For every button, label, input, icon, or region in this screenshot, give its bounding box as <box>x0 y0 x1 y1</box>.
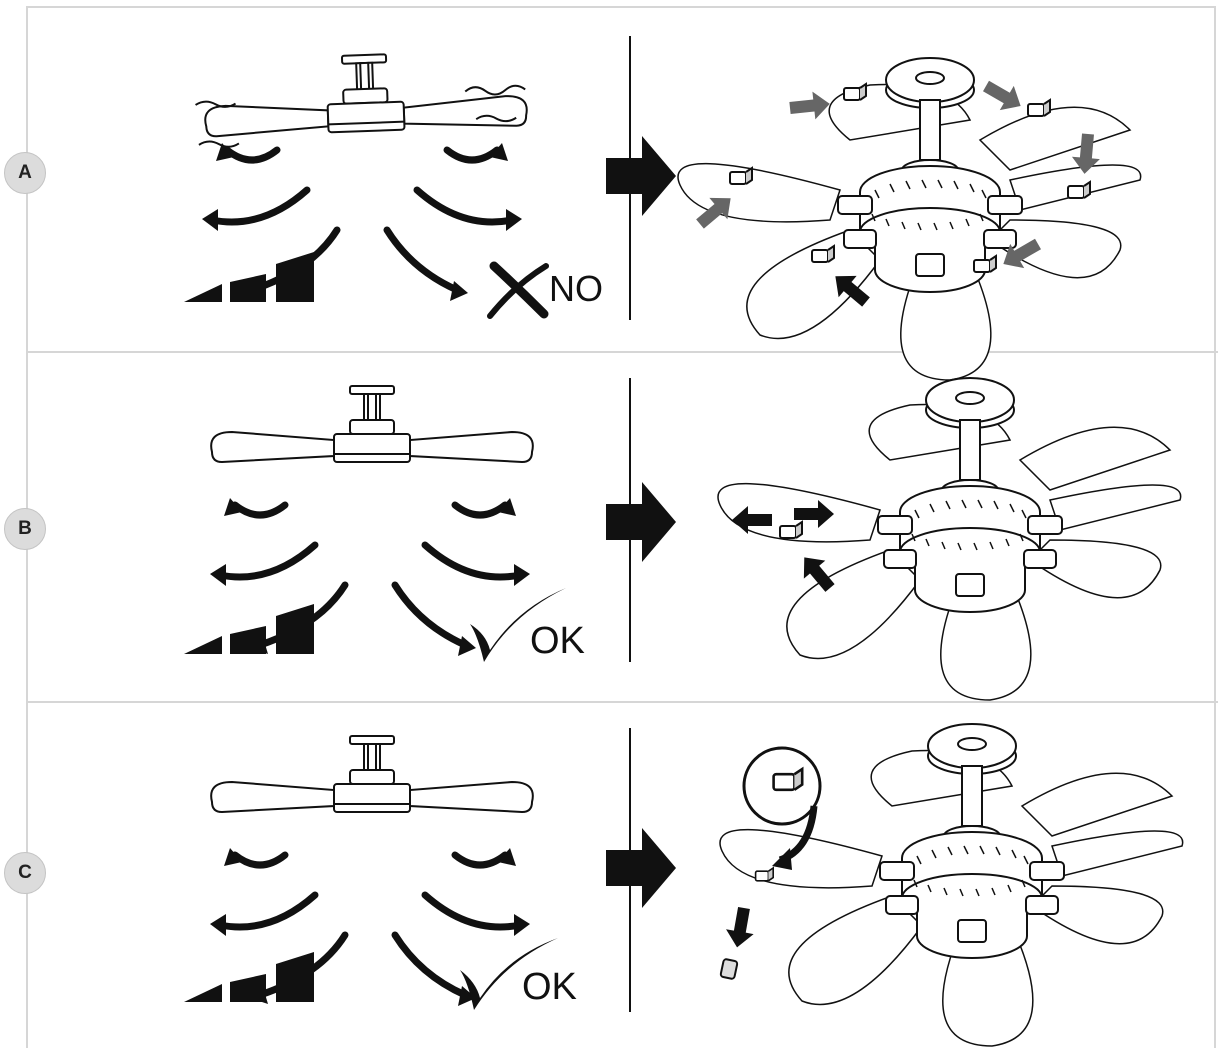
ceiling-fan-icon <box>210 735 534 813</box>
big-right-arrow-icon <box>606 482 676 562</box>
fan-blades-icon <box>677 57 1142 381</box>
row-label-badge: C <box>4 852 46 894</box>
speed-bars-icon <box>184 952 314 1002</box>
speed-bars-icon <box>184 604 314 654</box>
row-divider <box>26 701 1218 703</box>
row-label-badge: A <box>4 152 46 194</box>
speed-bars-icon <box>184 252 314 302</box>
remove-arrow-icon <box>723 905 758 950</box>
gray-arrow-icon <box>788 89 832 122</box>
verdict-text: OK <box>530 620 585 662</box>
gray-arrow-icon <box>979 73 1028 119</box>
big-right-arrow-icon <box>606 136 676 216</box>
removed-clip-icon <box>719 958 739 980</box>
verdict-text: NO <box>549 268 603 309</box>
row-divider <box>26 351 1218 353</box>
row-label-badge: B <box>4 508 46 550</box>
wobbling-fan-icon <box>195 48 529 148</box>
cross-icon <box>487 261 549 319</box>
big-right-arrow-icon <box>606 828 676 908</box>
balance-clip-icon <box>843 83 867 101</box>
airflow-arrows-icon <box>202 143 522 301</box>
ceiling-fan-icon <box>210 385 534 463</box>
zoom-circle-icon <box>742 746 822 870</box>
balance-clip-icon <box>1027 99 1051 117</box>
verdict-text: OK <box>522 966 577 1008</box>
check-icon <box>460 938 558 1010</box>
